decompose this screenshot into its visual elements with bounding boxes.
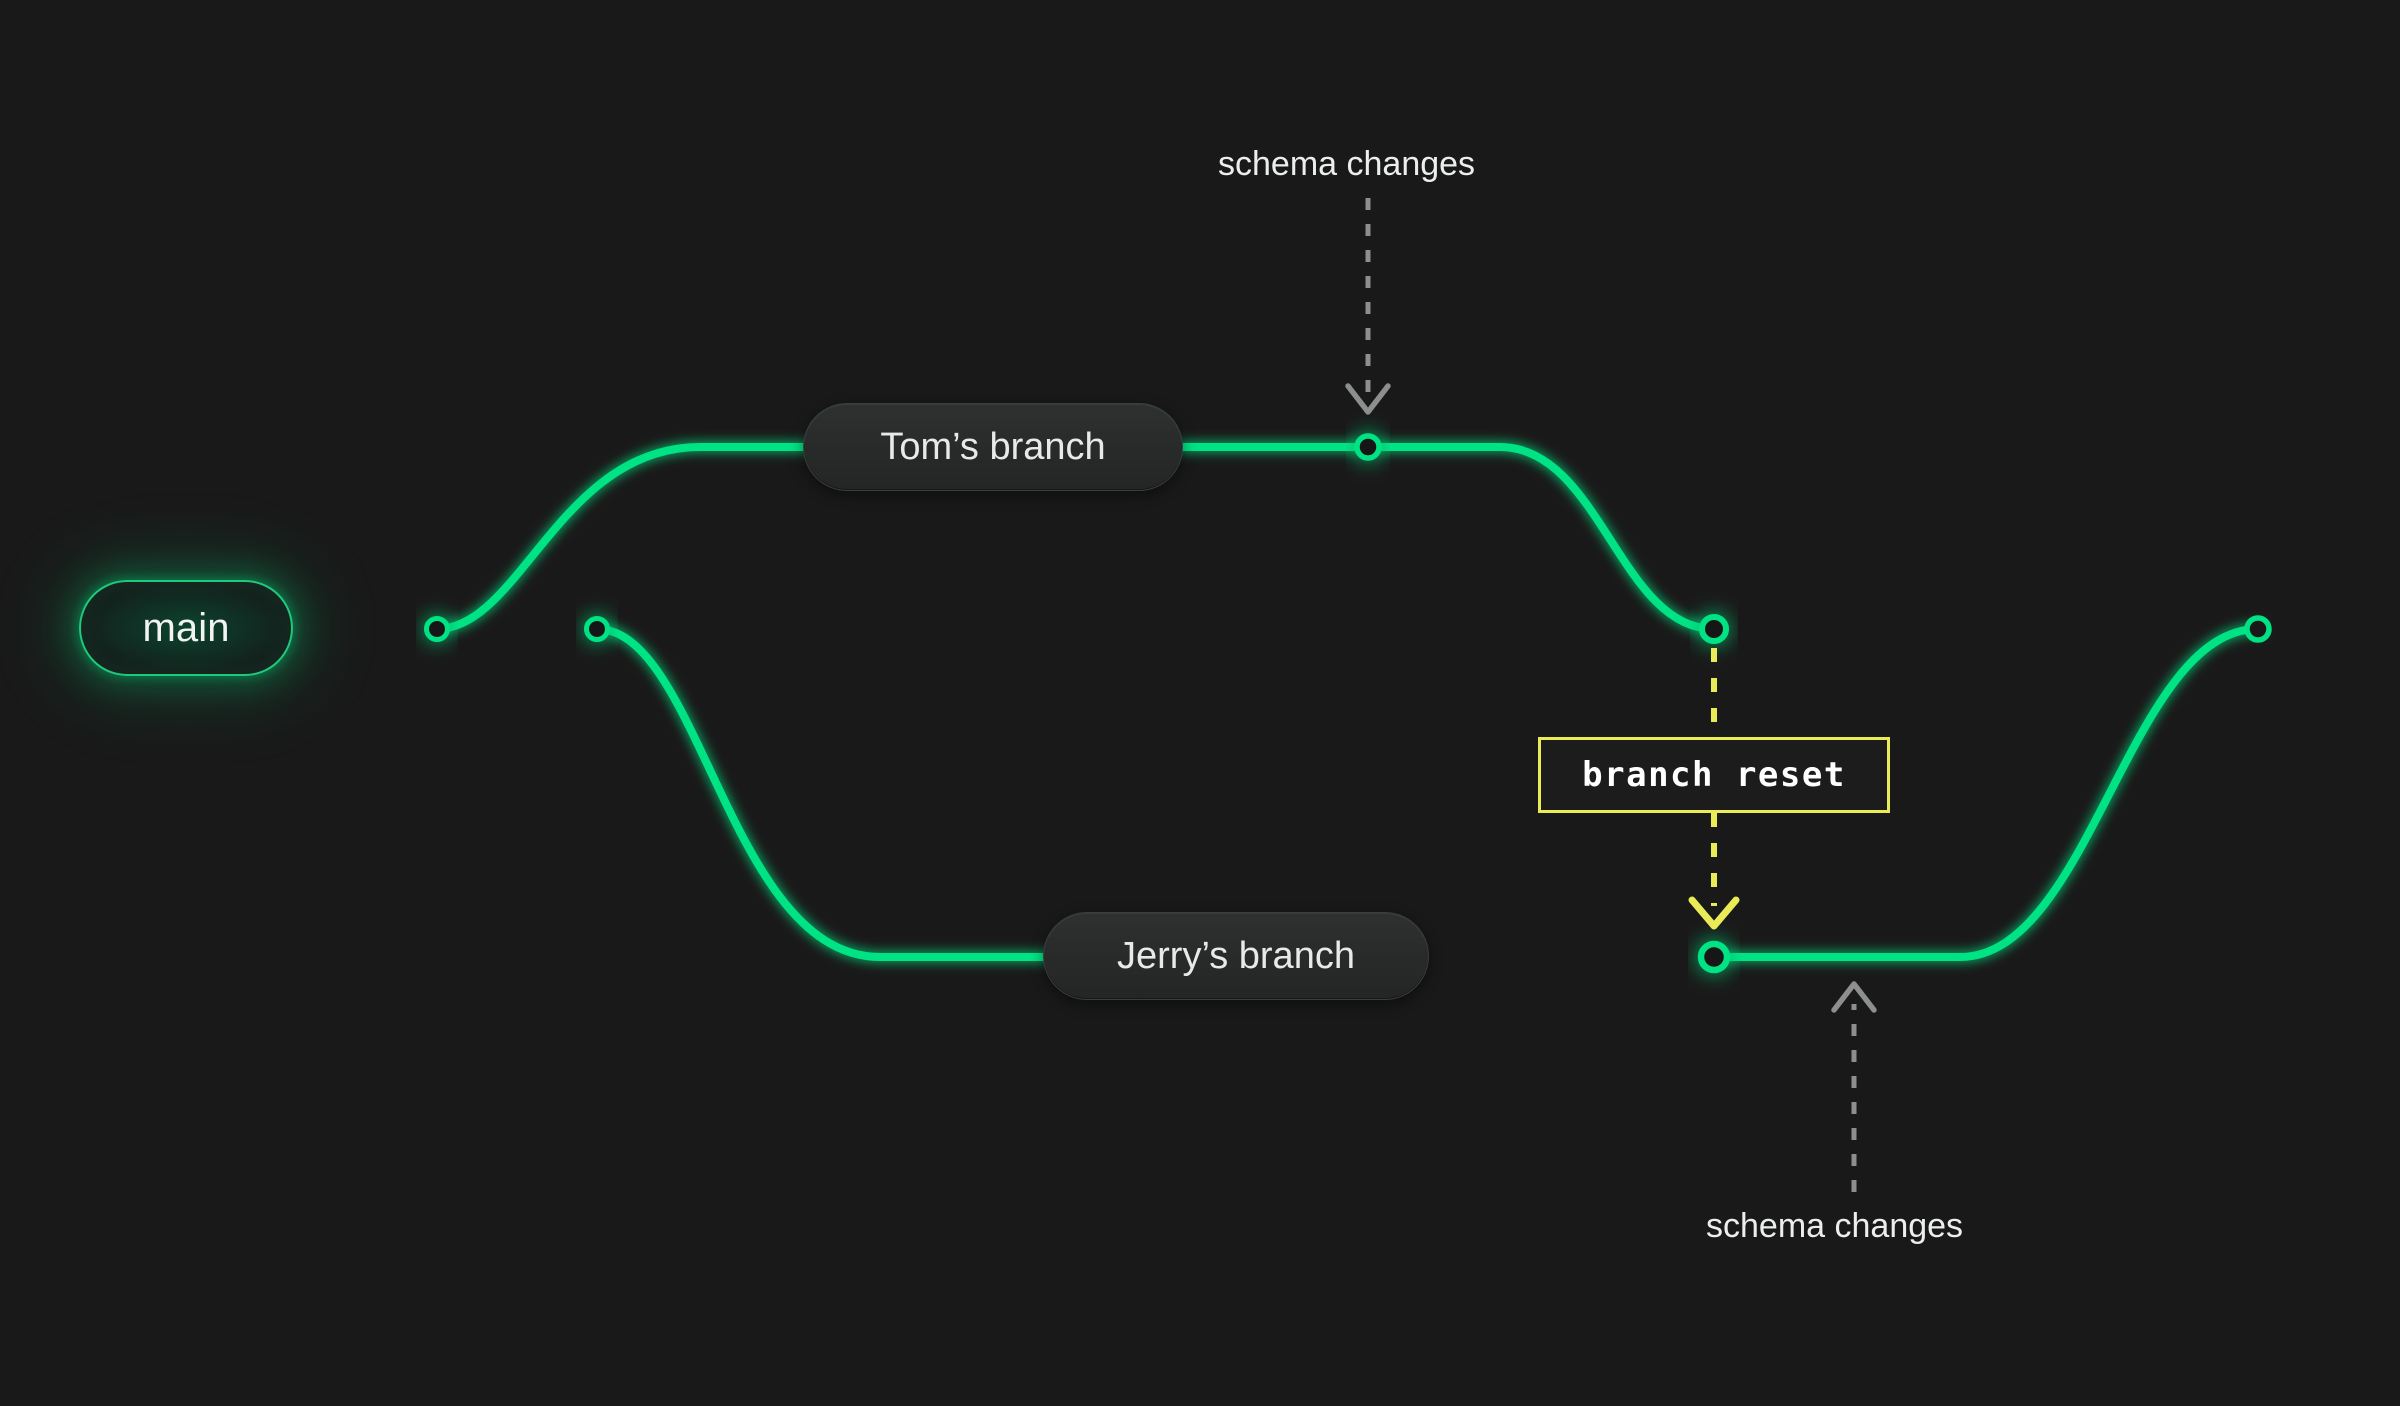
edge-toms-branch-out xyxy=(433,443,814,633)
commit-node-n5-reset-target[interactable] xyxy=(1697,940,1731,974)
chevron-up-icon xyxy=(1831,981,1877,1013)
chevron-down-icon xyxy=(1345,383,1391,415)
branch-pill-toms-branch-label: Tom’s branch xyxy=(880,425,1106,468)
annotation-label-schema-changes-bottom: schema changes xyxy=(1706,1207,1964,1245)
branch-pill-jerrys-branch[interactable]: Jerry’s branch xyxy=(1043,912,1429,1000)
commit-node-n1[interactable] xyxy=(424,616,450,642)
commit-node-n4[interactable] xyxy=(1699,614,1729,644)
branch-pill-main-label: main xyxy=(142,605,230,650)
branch-reset-arrow-down-icon xyxy=(1688,896,1740,930)
annotation-arrow-top xyxy=(1345,198,1391,415)
commit-node-n6[interactable] xyxy=(2244,615,2272,643)
annotation-label-schema-changes-top: schema changes xyxy=(1218,145,1476,183)
branch-pill-jerrys-branch-label: Jerry’s branch xyxy=(1117,934,1355,977)
edge-toms-branch-merge xyxy=(1172,443,1718,633)
branch-reset-box[interactable]: branch reset xyxy=(1538,737,1890,813)
edge-jerrys-branch-out xyxy=(593,625,1054,961)
branch-reset-label: branch reset xyxy=(1582,755,1846,795)
edge-jerrys-branch-merge xyxy=(1710,625,2262,961)
commit-node-n2[interactable] xyxy=(584,616,610,642)
annotation-arrow-bottom xyxy=(1831,981,1877,1192)
commit-node-n3[interactable] xyxy=(1354,433,1382,461)
branch-pill-main[interactable]: main xyxy=(79,580,293,676)
branch-pill-toms-branch[interactable]: Tom’s branch xyxy=(803,403,1183,491)
